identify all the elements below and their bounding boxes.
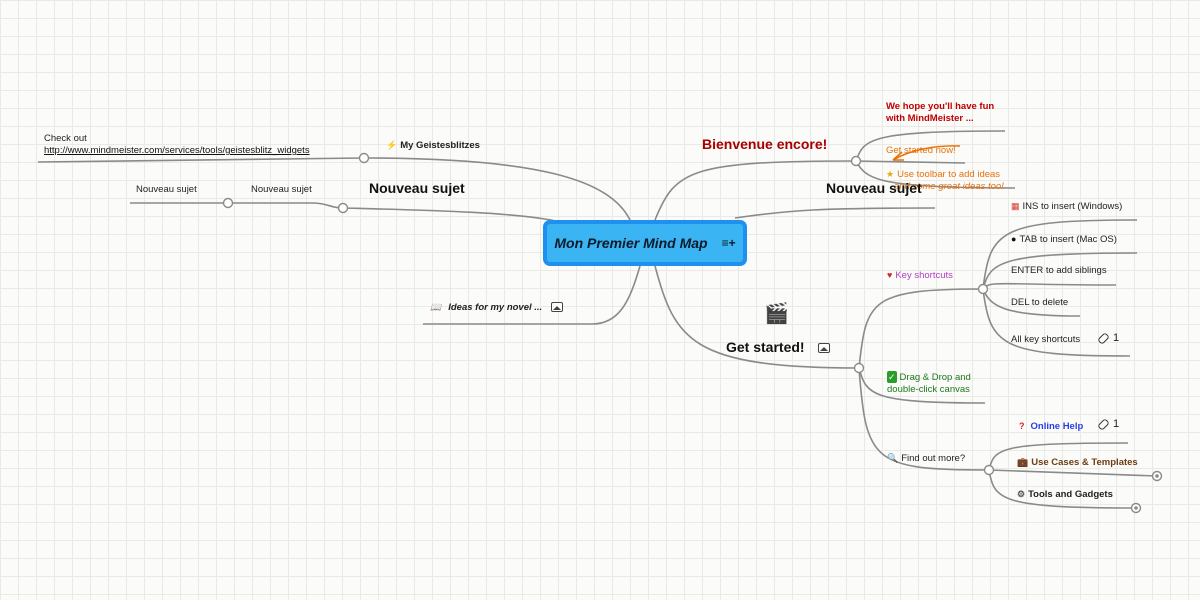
windows-icon: ▦: [1011, 201, 1020, 211]
topic-nouveau-sujet-right[interactable]: Nouveau sujet: [826, 180, 922, 196]
ideas-label: Ideas for my novel ...: [448, 302, 543, 313]
topic-get-started[interactable]: Get started!: [726, 339, 805, 355]
link-badge-shortcuts[interactable]: 1: [1097, 331, 1120, 345]
clapperboard-icon: 🎬: [764, 303, 789, 325]
gear-icon: ⚙: [1017, 489, 1026, 499]
shortcut-tab[interactable]: ●TAB to insert (Mac OS): [1011, 233, 1117, 246]
shortcut-all[interactable]: All key shortcuts: [1011, 334, 1081, 345]
topic-tools[interactable]: ⚙Tools and Gadgets: [1017, 488, 1113, 501]
check-out-text: Check out: [44, 133, 87, 144]
topic-hope[interactable]: We hope you'll have fun with MindMeister…: [886, 101, 995, 124]
checkbox-icon: ✓: [887, 371, 897, 383]
topic-nouveau-sujet-grandchild[interactable]: Nouveau sujet: [136, 184, 197, 195]
find-out-label: Find out more?: [901, 453, 966, 464]
tools-label: Tools and Gadgets: [1028, 489, 1113, 500]
topic-toolbar[interactable]: ★Use toolbar to add ideas and some great…: [886, 168, 1004, 193]
root-topic[interactable]: Mon Premier Mind Map ≡+: [543, 220, 747, 266]
topic-check-out: Check out http://www.mindmeister.com/ser…: [44, 133, 310, 157]
question-icon: ?: [1019, 421, 1025, 431]
topic-nouveau-sujet-left[interactable]: Nouveau sujet: [369, 180, 465, 196]
topic-online-help[interactable]: ? Online Help: [1019, 420, 1083, 433]
link-count: 1: [1113, 332, 1120, 344]
shortcut-ins-label: INS to insert (Windows): [1022, 201, 1123, 212]
toolbar-note: and some great ideas too!: [894, 181, 1004, 192]
heart-icon: ♥: [887, 270, 893, 280]
online-help-label: Online Help: [1030, 421, 1084, 432]
shortcut-tab-label: TAB to insert (Mac OS): [1019, 234, 1117, 245]
topic-key-shortcuts[interactable]: ♥Key shortcuts: [887, 269, 953, 282]
topic-use-cases[interactable]: 💼Use Cases & Templates: [1017, 456, 1138, 469]
note-icon[interactable]: ≡+: [721, 236, 736, 250]
geistesblitz-link[interactable]: http://www.mindmeister.com/services/tool…: [44, 145, 310, 156]
root-title: Mon Premier Mind Map: [554, 235, 708, 251]
topic-nouveau-sujet-child[interactable]: Nouveau sujet: [251, 184, 312, 195]
geistesblitz-label: My Geistesblitzes: [400, 140, 480, 151]
image-icon[interactable]: [551, 302, 563, 312]
apple-icon: ●: [1011, 234, 1017, 244]
topic-bienvenue[interactable]: Bienvenue encore!: [702, 136, 828, 152]
magnifier-icon: 🔍: [887, 453, 899, 463]
topic-get-started-now[interactable]: Get started now!: [886, 145, 956, 156]
toolbar-label: Use toolbar to add ideas: [897, 169, 1001, 180]
topic-ideas-novel[interactable]: 📖 Ideas for my novel ...: [430, 301, 542, 314]
shortcut-enter[interactable]: ENTER to add siblings: [1011, 265, 1107, 276]
lightning-icon: ⚡: [386, 140, 398, 150]
star-icon: ★: [886, 169, 895, 179]
key-shortcuts-label: Key shortcuts: [895, 270, 953, 281]
drag-drop-line2: double-click canvas: [887, 384, 970, 395]
link-icon: [1097, 331, 1110, 345]
link-badge-help[interactable]: 1: [1097, 417, 1120, 431]
topic-find-out[interactable]: 🔍Find out more?: [887, 452, 965, 465]
topic-geistesblitz[interactable]: ⚡My Geistesblitzes: [386, 139, 480, 152]
link-count-2: 1: [1113, 418, 1120, 430]
use-cases-label: Use Cases & Templates: [1031, 457, 1138, 468]
arrow-connector: [892, 145, 961, 161]
image-icon-2[interactable]: [818, 343, 830, 353]
briefcase-icon: 💼: [1017, 457, 1029, 467]
topic-drag-drop[interactable]: ✓Drag & Drop and double-click canvas: [887, 371, 971, 396]
shortcut-del[interactable]: DEL to delete: [1011, 297, 1069, 308]
book-icon: 📖: [430, 302, 442, 312]
drag-drop-line1: Drag & Drop and: [899, 372, 971, 383]
shortcut-ins[interactable]: ▦INS to insert (Windows): [1011, 200, 1122, 213]
link-icon-2: [1097, 417, 1110, 431]
